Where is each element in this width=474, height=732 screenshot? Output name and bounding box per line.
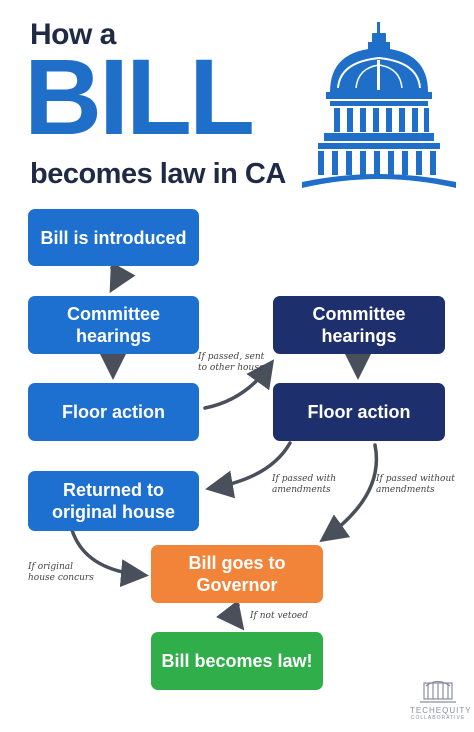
step-bill-introduced: Bill is introduced: [28, 209, 199, 266]
step-returned-to-original-house: Returned to original house: [28, 471, 199, 531]
step-committee-hearings-1: Committee hearings: [28, 296, 199, 354]
note-original-house-concurs: If original house concurs: [28, 562, 94, 583]
arrow-returned-to-governor: [70, 528, 149, 588]
note-passed-sent: If passed, sent to other house: [198, 352, 265, 373]
title-bill: BILL: [24, 36, 255, 157]
step-floor-action-1: Floor action: [28, 383, 199, 441]
logo-name: TECHEQUITY: [410, 706, 472, 715]
techequity-logo: TECHEQUITY COLLABORATIVE: [410, 680, 472, 726]
note-passed-without-amendments: If passed without amendments: [376, 474, 455, 495]
arrow-governor-to-law: [216, 599, 245, 631]
arrow-floor1-to-committee2: [203, 359, 275, 410]
step-floor-action-2: Floor action: [273, 383, 445, 441]
title-line-3: becomes law in CA: [30, 158, 286, 190]
note-not-vetoed: If not vetoed: [250, 611, 308, 621]
step-committee-hearings-2: Committee hearings: [273, 296, 445, 354]
title-line-1: How a: [30, 18, 116, 51]
arrow-floor2-to-returned: [205, 441, 292, 499]
arrow-floor2-to-governor: [319, 443, 379, 543]
capitol-icon: [302, 22, 456, 188]
note-passed-with-amendments: If passed with amendments: [272, 474, 337, 495]
tree-logo-icon: [420, 680, 456, 703]
step-bill-becomes-law: Bill becomes law!: [151, 632, 323, 690]
step-bill-goes-to-governor: Bill goes to Governor: [151, 545, 323, 603]
arrow-introduced-to-committee: [109, 261, 136, 294]
logo-subtitle: COLLABORATIVE: [410, 715, 466, 721]
